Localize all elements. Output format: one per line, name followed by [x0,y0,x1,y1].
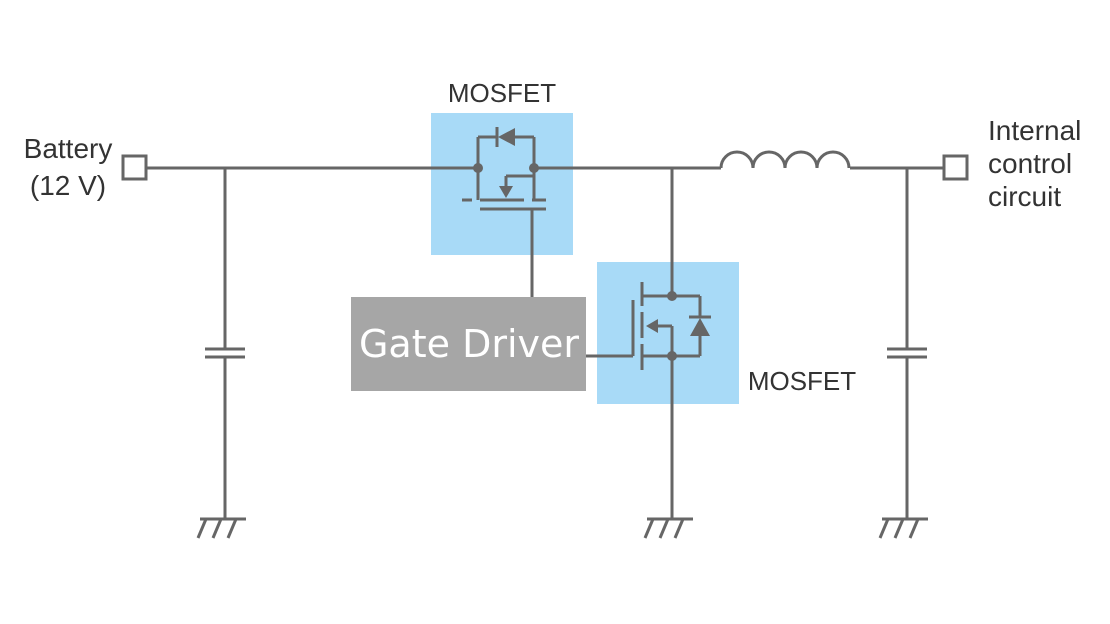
input-capacitor-icon [205,168,245,519]
mosfet-low-symbol [586,282,711,370]
output-label-line2: control [988,148,1072,179]
battery-label: Battery [24,133,113,164]
mosfet-low-highlight [597,262,739,404]
mosfet-top-label: MOSFET [448,78,556,108]
output-label-line3: circuit [988,181,1061,212]
junction-dot [529,163,539,173]
junction-dot [473,163,483,173]
gate-driver-label: Gate Driver [359,322,579,366]
gate-driver-box [351,297,586,391]
mosfet-top-highlight [431,113,573,255]
output-terminal-icon [942,154,969,181]
inductor-coil-icon [719,150,851,169]
ground-icon [643,517,693,539]
diode-icon [498,128,515,146]
mosfet-top-symbol [462,127,546,297]
battery-voltage-label: (12 V) [30,170,106,201]
mosfet-low-label: MOSFET [748,366,856,396]
ground-icon [878,517,928,539]
ground-icon [196,517,246,539]
junction-dot [667,351,677,361]
junction-dot [667,291,677,301]
input-terminal-icon [121,154,148,181]
diode-icon [690,318,710,336]
output-label-line1: Internal [988,115,1081,146]
output-capacitor-icon [887,168,927,519]
